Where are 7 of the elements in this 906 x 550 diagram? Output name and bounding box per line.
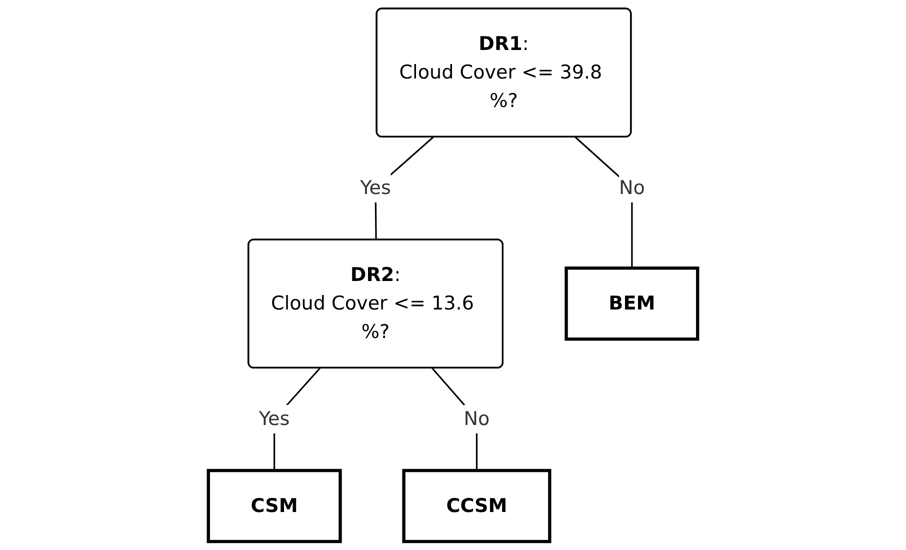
edge-label: No bbox=[464, 408, 490, 430]
node-box: CCSM bbox=[402, 468, 552, 544]
node-box: BEM bbox=[564, 266, 700, 341]
node-box: CSM bbox=[206, 468, 342, 544]
edge-label: No bbox=[618, 176, 645, 200]
edge-label: Yes bbox=[360, 176, 391, 200]
edge-label: Yes bbox=[258, 408, 290, 430]
